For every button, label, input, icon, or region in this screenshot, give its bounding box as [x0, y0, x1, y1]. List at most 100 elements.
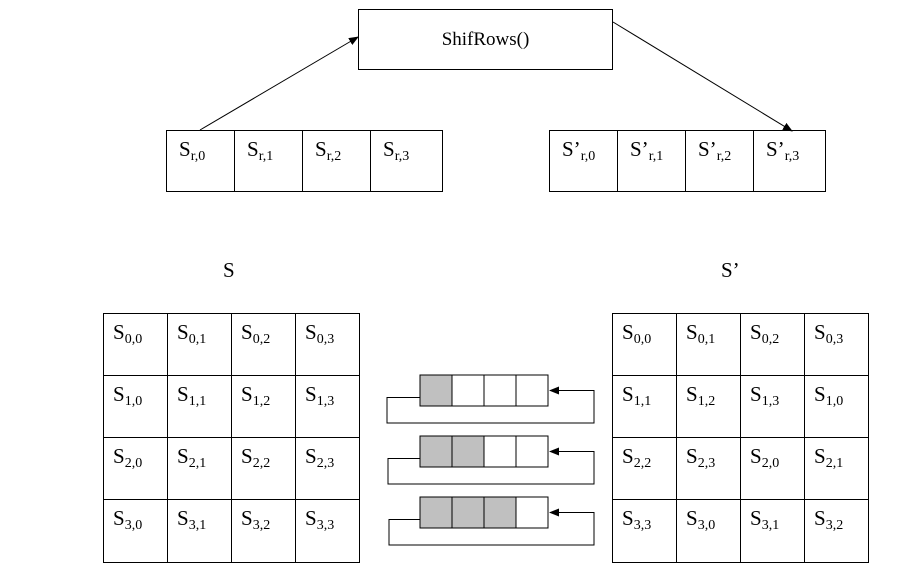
cell-index: 1,2: [697, 394, 716, 409]
rotate-arrow: [386, 386, 595, 424]
shifted-byte-box: [451, 435, 485, 468]
cell-symbol: S: [750, 320, 762, 344]
cell-index: 0,0: [124, 332, 143, 347]
cell-symbol: S: [750, 506, 762, 530]
cell-symbol: S: [179, 137, 191, 161]
state-cell: S3,2: [232, 500, 296, 562]
cell-index: 1,3: [761, 394, 780, 409]
cell-index: 1,1: [633, 394, 652, 409]
cell-index: 2,2: [252, 456, 271, 471]
cell-index: r,3: [394, 149, 410, 164]
cell-index: r,0: [580, 149, 596, 164]
cell-symbol: S: [315, 137, 327, 161]
cell-symbol: S: [177, 506, 189, 530]
cell-symbol: S: [686, 382, 698, 406]
cell-symbol: S: [686, 444, 698, 468]
cell-index: r,1: [258, 149, 274, 164]
cell-symbol: S: [177, 382, 189, 406]
state-cell: S2,2: [232, 438, 296, 500]
byte-box: [515, 496, 549, 529]
cell-index: r,1: [648, 149, 664, 164]
cell-index: 2,1: [825, 456, 844, 471]
state-cell: S1,2: [677, 376, 741, 438]
cell-symbol: S: [814, 320, 826, 344]
cell-symbol: S: [177, 320, 189, 344]
shifted-byte-box: [419, 374, 453, 407]
cell-index: 1,3: [316, 394, 335, 409]
state-cell: S3,3: [296, 500, 360, 562]
cell-index: 3,3: [316, 518, 335, 533]
state-cell: S0,0: [104, 314, 168, 376]
cell-symbol: S: [622, 444, 634, 468]
shift-register-row-3: [388, 496, 595, 546]
rotate-arrow: [388, 508, 595, 546]
cell-symbol: S: [622, 506, 634, 530]
state-cell: S0,2: [232, 314, 296, 376]
output-cell: S’r,1: [618, 131, 686, 191]
state-cell: S0,0: [613, 314, 677, 376]
cell-index: r,2: [716, 149, 732, 164]
state-cell: S0,1: [168, 314, 232, 376]
cell-symbol: S: [814, 382, 826, 406]
cell-index: 3,1: [761, 518, 780, 533]
state-cell: S2,1: [168, 438, 232, 500]
state-cell: S0,3: [296, 314, 360, 376]
cell-symbol: S: [241, 320, 253, 344]
state-cell: S2,0: [741, 438, 805, 500]
cell-index: 2,0: [761, 456, 780, 471]
cell-index: 3,3: [633, 518, 652, 533]
cell-index: 1,0: [825, 394, 844, 409]
shifted-byte-box: [451, 496, 485, 529]
cell-symbol: S: [241, 444, 253, 468]
cell-index: 3,2: [825, 518, 844, 533]
state-s-prime-label: S’: [721, 258, 740, 282]
state-cell: S3,3: [613, 500, 677, 562]
cell-symbol: S: [241, 382, 253, 406]
state-cell: S1,3: [741, 376, 805, 438]
cell-index: 1,0: [124, 394, 143, 409]
state-cell: S1,0: [104, 376, 168, 438]
cell-index: 1,1: [188, 394, 207, 409]
state-cell: S2,3: [677, 438, 741, 500]
cell-index: 2,2: [633, 456, 652, 471]
byte-box: [483, 435, 517, 468]
shift-register-row-1: [386, 374, 595, 424]
state-cell: S2,0: [104, 438, 168, 500]
cell-symbol: S: [305, 506, 317, 530]
input-cell: Sr,1: [235, 131, 303, 191]
state-cell: S0,3: [805, 314, 869, 376]
state-cell: S2,1: [805, 438, 869, 500]
input-cell: Sr,2: [303, 131, 371, 191]
state-cell: S3,1: [168, 500, 232, 562]
cell-symbol: S: [814, 506, 826, 530]
state-cell: S0,1: [677, 314, 741, 376]
cell-index: 3,1: [188, 518, 207, 533]
cell-index: 3,0: [697, 518, 716, 533]
shifter-layer: [386, 374, 595, 546]
shifted-byte-box: [483, 496, 517, 529]
byte-box: [451, 374, 485, 407]
shifted-byte-box: [419, 496, 453, 529]
cell-index: 0,2: [761, 332, 780, 347]
cell-symbol: S: [113, 320, 125, 344]
cell-index: 2,1: [188, 456, 207, 471]
cell-symbol: S’: [630, 137, 649, 161]
cell-index: 0,1: [697, 332, 716, 347]
cell-index: r,3: [784, 149, 800, 164]
cell-symbol: S: [177, 444, 189, 468]
state-s-label: S: [223, 258, 235, 282]
state-cell: S0,2: [741, 314, 805, 376]
cell-symbol: S: [113, 506, 125, 530]
input-cell: Sr,0: [167, 131, 235, 191]
state-cell: S1,0: [805, 376, 869, 438]
byte-box: [483, 374, 517, 407]
arrow-from-shiftrows: [612, 21, 793, 132]
cell-symbol: S: [622, 320, 634, 344]
cell-index: 1,2: [252, 394, 271, 409]
rotate-arrow: [387, 447, 595, 485]
cell-index: 0,3: [825, 332, 844, 347]
output-cell: S’r,3: [754, 131, 822, 191]
cell-index: 0,0: [633, 332, 652, 347]
